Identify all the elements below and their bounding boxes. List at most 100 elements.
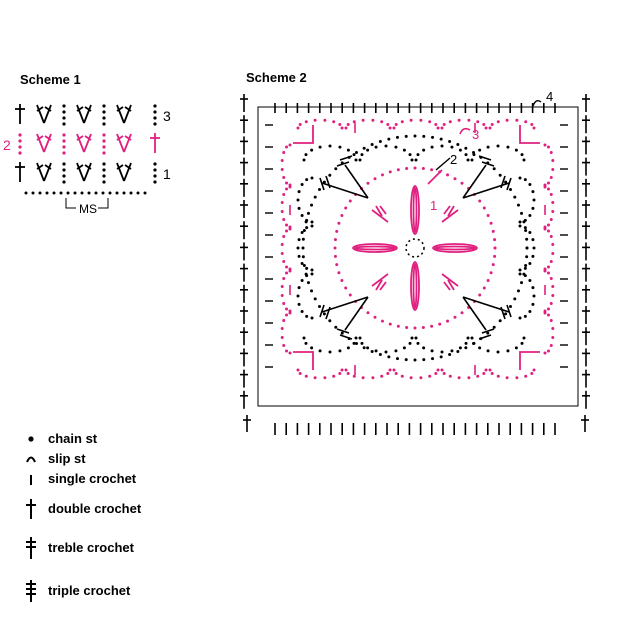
chain-dot — [523, 226, 527, 230]
chain-dot — [431, 357, 435, 361]
chain-dot — [285, 271, 289, 275]
chain-dot — [518, 316, 522, 320]
chain-dot — [366, 181, 370, 185]
chain-dot — [514, 148, 518, 152]
chain-dot — [297, 254, 301, 258]
chain-dot — [352, 153, 356, 157]
chain-dot — [306, 281, 310, 285]
chain-dot — [528, 230, 532, 234]
chain-dot — [488, 368, 492, 372]
chain-dot — [504, 180, 508, 184]
chain-dot — [464, 341, 468, 345]
chain-dot — [486, 349, 490, 353]
chain-dot — [489, 221, 493, 225]
chain-dot — [549, 217, 553, 221]
chain-dot — [361, 376, 365, 380]
scheme1-foundation-chain — [24, 191, 147, 195]
chain-dot — [305, 226, 309, 230]
chain-dot — [285, 181, 289, 185]
chain-dot — [450, 145, 454, 149]
chain-dot — [280, 167, 284, 171]
chain-dot — [458, 346, 462, 350]
scheme2-chart: 1 2 3 4 — [240, 89, 590, 435]
chain-dot — [518, 224, 522, 228]
chain-dot — [374, 349, 378, 353]
chain-dot — [380, 173, 384, 177]
chain-dot — [464, 146, 468, 150]
chain-dot — [313, 118, 317, 122]
chain-dot — [387, 355, 391, 359]
chain-dot — [498, 319, 502, 323]
chain-dot — [371, 118, 375, 122]
chain-dot — [296, 126, 300, 130]
chain-dot — [470, 336, 474, 340]
double-crochet-icon — [26, 499, 36, 519]
chain-dot — [305, 274, 309, 278]
chain-dot — [282, 301, 286, 305]
chain-dot — [310, 148, 314, 152]
chain-dot — [394, 371, 398, 375]
chain-dot — [546, 349, 550, 353]
chain-dot — [332, 120, 336, 124]
chain-dot — [344, 286, 348, 290]
treble-crochet-icon — [26, 537, 36, 559]
chain-dot — [482, 286, 486, 290]
chain-dot — [532, 368, 536, 372]
chain-dot — [414, 158, 418, 162]
chain-dot — [366, 346, 370, 350]
triple-crochet-icon — [26, 580, 36, 602]
chain-dot — [313, 195, 317, 199]
round-number-2: 2 — [450, 152, 457, 167]
scheme2-left-dc-column — [240, 94, 251, 432]
scheme2-round3-chains — [280, 118, 555, 380]
chain-dot — [551, 293, 555, 297]
chain-dot — [340, 126, 344, 130]
chain-dot — [301, 255, 305, 259]
round-number-1: 1 — [430, 198, 437, 213]
chain-dot — [532, 126, 536, 130]
chain-dot — [523, 274, 527, 278]
chain-dot — [428, 120, 432, 124]
chain-dot — [551, 243, 555, 247]
chain-dot — [337, 271, 341, 275]
chain-dot — [478, 148, 482, 152]
chain-dot — [422, 134, 426, 138]
chain-dot — [464, 153, 468, 157]
chain-dot — [352, 341, 356, 345]
chain-dot — [348, 199, 352, 203]
chain-dot — [460, 311, 464, 315]
chain-dot — [302, 158, 306, 162]
chain-dot — [546, 265, 550, 269]
scheme1-row-1 — [14, 161, 157, 184]
chain-dot — [516, 289, 520, 293]
chain-dot — [366, 148, 370, 152]
chain-dot — [486, 213, 490, 217]
chain-dot — [338, 123, 342, 127]
chain-dot — [300, 278, 304, 282]
chain-dot — [310, 203, 314, 207]
chain-dot — [333, 238, 337, 242]
chain-dot — [472, 153, 476, 157]
chain-dot — [396, 324, 400, 328]
chain-dot — [334, 325, 338, 329]
chain-dot — [310, 224, 314, 228]
chain-dot — [409, 118, 413, 122]
chain-dot — [298, 123, 302, 127]
chain-dot — [313, 297, 317, 301]
single-crochet-bar-icon — [30, 475, 32, 485]
chain-dot — [298, 371, 302, 375]
chain-dot — [522, 336, 526, 340]
slip-st-arc-icon — [26, 456, 36, 463]
chain-dot — [472, 341, 476, 345]
scheme2-inner-sc — [265, 124, 568, 368]
chain-dot — [442, 123, 446, 127]
chain-dot — [523, 178, 527, 182]
chain-dot — [551, 251, 555, 255]
chain-dot — [280, 251, 284, 255]
chain-dot — [520, 281, 524, 285]
round-2-pointer — [435, 157, 451, 171]
chain-dot — [524, 264, 528, 268]
chain-dot — [505, 118, 509, 122]
round-number-3: 3 — [472, 127, 479, 142]
chain-dot — [333, 254, 337, 258]
